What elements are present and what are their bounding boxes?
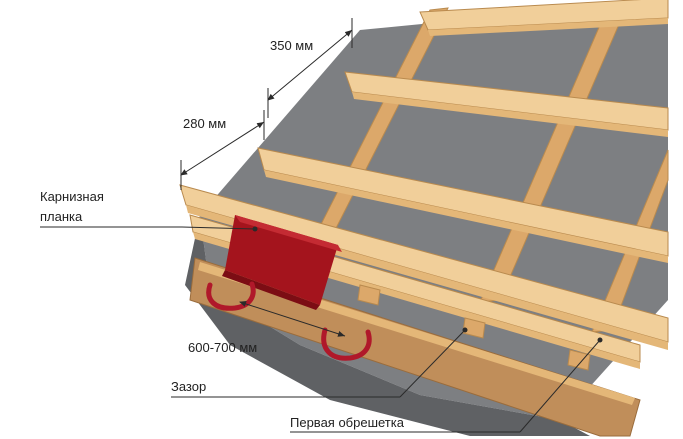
eaves-plank-label-line2: планка: [40, 209, 83, 224]
eaves-plank-top: [235, 215, 342, 252]
label-gap: Зазор: [171, 327, 468, 398]
leader-line: [399, 329, 466, 398]
support-block: [357, 284, 381, 306]
leader-dot: [462, 327, 468, 333]
gutter-hooks: [206, 281, 372, 361]
dimension-line: [239, 300, 346, 337]
batten-edge: [352, 92, 668, 137]
label-first-battens: Первая обрешетка: [290, 337, 603, 433]
batten-edge: [264, 170, 668, 263]
first-battens-label: Первая обрешетка: [290, 415, 405, 430]
eaves-plank: [222, 215, 342, 310]
hook-icon: [321, 327, 372, 361]
eaves-plank-edge: [222, 270, 320, 310]
dim-350-label: 350 мм: [270, 38, 313, 53]
leader-dot: [597, 337, 603, 343]
leader-line: [181, 226, 256, 230]
dimension-350: 350 мм: [267, 18, 353, 118]
hook-icon: [206, 281, 256, 311]
dim-600-700-label: 600-700 мм: [188, 340, 257, 355]
gap-label: Зазор: [171, 379, 206, 394]
support-blocks: [357, 284, 591, 371]
dimension-line: [267, 29, 353, 101]
batten-edge: [428, 18, 668, 36]
dimension-280: 280 мм: [180, 110, 265, 190]
dimension-line: [180, 121, 265, 176]
label-eaves-plank: Карнизная планка: [40, 189, 258, 232]
dimension-600-700: 600-700 мм: [188, 300, 346, 355]
eaves-plank-label-line1: Карнизная: [40, 189, 104, 204]
dim-280-label: 280 мм: [183, 116, 226, 131]
leader-line: [519, 339, 601, 433]
leader-dot: [252, 226, 258, 232]
support-block: [567, 349, 591, 371]
